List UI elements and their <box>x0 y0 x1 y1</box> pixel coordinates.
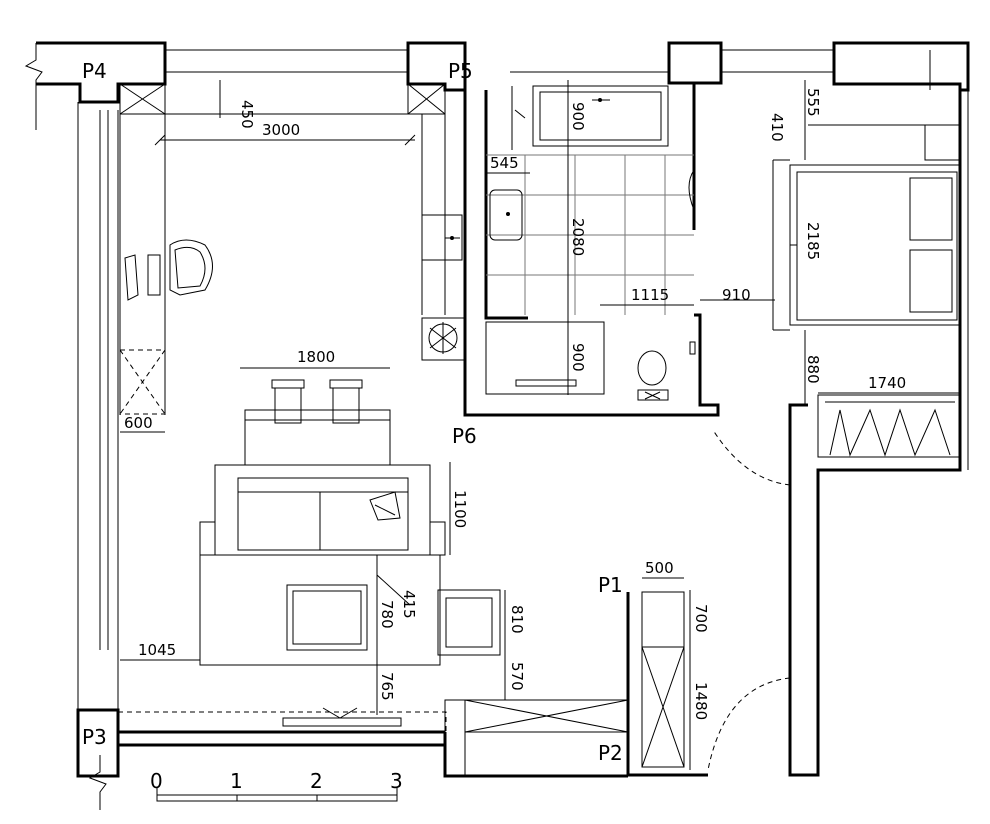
scale-3: 3 <box>390 769 403 793</box>
dim-900-top: 900 <box>569 102 587 131</box>
dim-910: 910 <box>722 286 751 304</box>
label-p1: P1 <box>598 573 623 597</box>
desk-chair <box>124 239 213 301</box>
dim-1740: 1740 <box>868 374 906 392</box>
dim-545: 545 <box>490 154 519 172</box>
dim-555: 555 <box>804 88 822 117</box>
dim-1045: 1045 <box>138 641 176 659</box>
living-area <box>199 554 501 727</box>
dim-2080: 2080 <box>569 218 587 256</box>
dim-1100: 1100 <box>451 490 469 528</box>
label-p4: P4 <box>82 59 107 83</box>
bathroom-walls <box>463 84 720 417</box>
scale-0: 0 <box>150 769 163 793</box>
dim-880: 880 <box>804 355 822 384</box>
dim-765: 765 <box>378 672 396 701</box>
dining-area <box>244 379 391 466</box>
dimension-labels: 450 3000 600 1800 1100 415 780 810 1045 … <box>124 88 906 720</box>
dim-3000: 3000 <box>262 121 300 139</box>
dim-2185: 2185 <box>804 222 822 260</box>
label-p5: P5 <box>448 59 473 83</box>
dim-570: 570 <box>508 662 526 691</box>
scale-2: 2 <box>310 769 323 793</box>
structural-walls <box>24 41 970 810</box>
dim-700: 700 <box>692 604 710 633</box>
dim-1115: 1115 <box>631 286 669 304</box>
bedroom <box>712 124 961 486</box>
scale-bar: 0 1 2 3 <box>150 769 403 802</box>
label-p3: P3 <box>82 725 107 749</box>
kitchen-counter <box>119 83 465 415</box>
point-labels: P4 P5 P6 P1 P2 P3 <box>82 59 623 765</box>
sofa <box>199 464 446 556</box>
dim-500: 500 <box>645 559 674 577</box>
dim-450: 450 <box>238 100 256 129</box>
dim-415: 415 <box>400 590 418 619</box>
dimension-lines <box>120 80 960 770</box>
dim-1800: 1800 <box>297 348 335 366</box>
dim-410: 410 <box>768 113 786 142</box>
scale-1: 1 <box>230 769 243 793</box>
label-p2: P2 <box>598 741 623 765</box>
entrance <box>464 591 791 777</box>
label-p6: P6 <box>452 424 477 448</box>
dim-1480: 1480 <box>692 682 710 720</box>
dim-900-bottom: 900 <box>569 343 587 372</box>
dim-600: 600 <box>124 414 153 432</box>
dim-780: 780 <box>378 600 396 629</box>
dim-810: 810 <box>508 605 526 634</box>
